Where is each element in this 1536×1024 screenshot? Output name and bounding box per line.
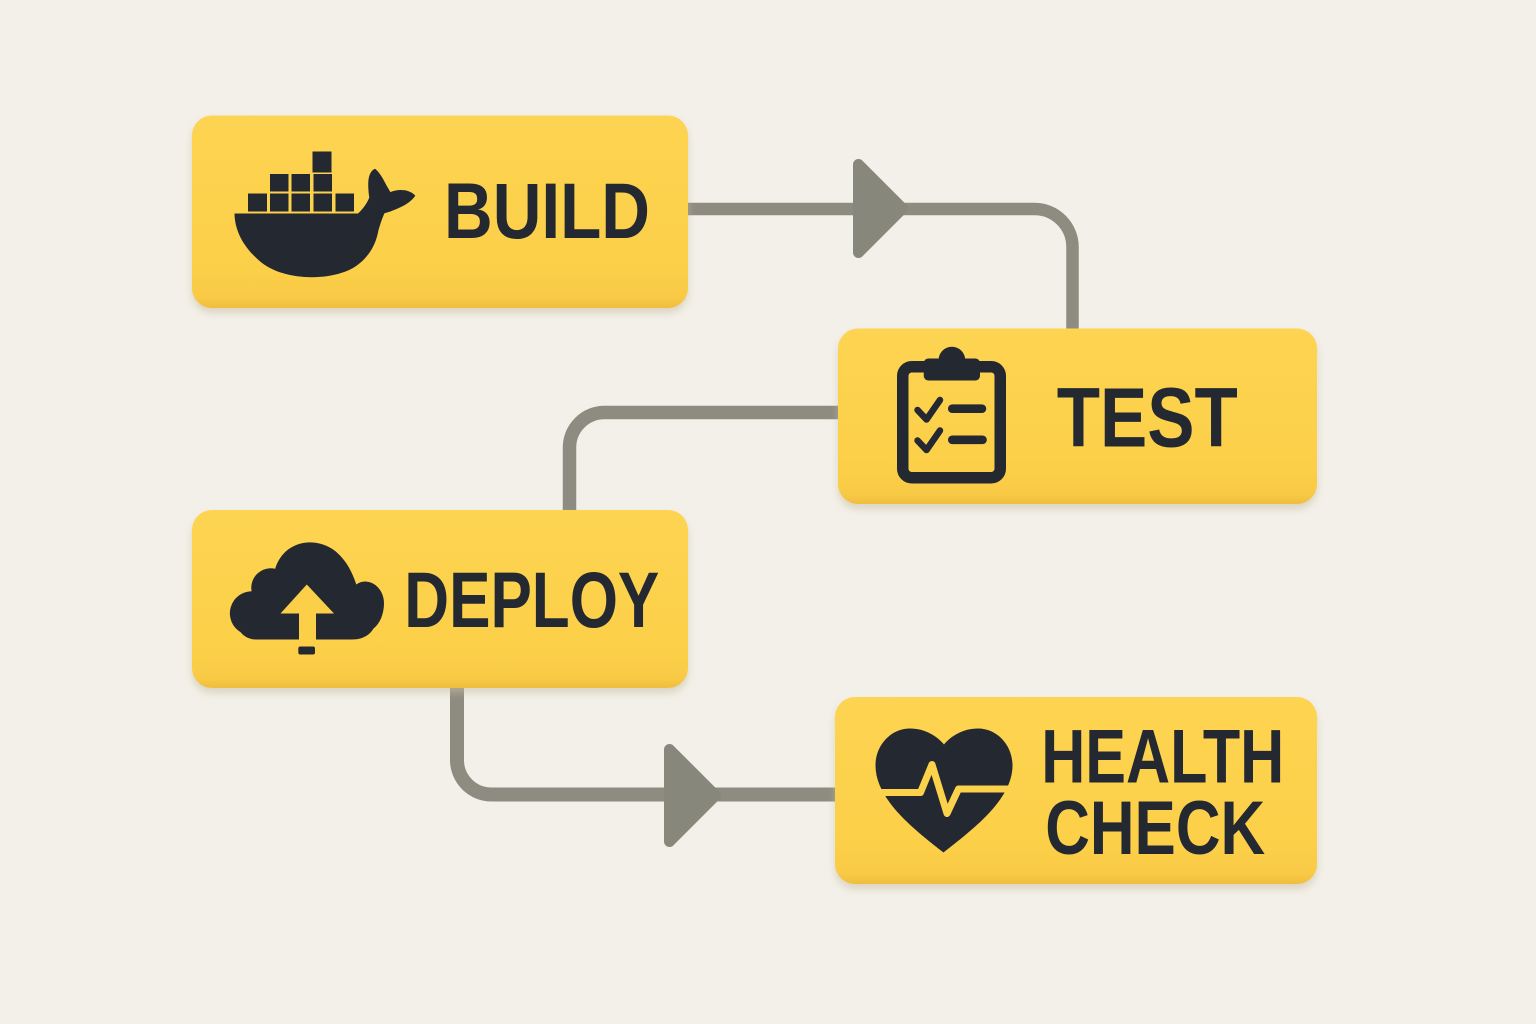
- svg-text:HEALTH: HEALTH: [1041, 715, 1284, 800]
- svg-text:TEST: TEST: [1057, 371, 1238, 465]
- svg-text:CHECK: CHECK: [1045, 786, 1265, 871]
- svg-text:DEPLOY: DEPLOY: [404, 555, 659, 644]
- svg-text:BUILD: BUILD: [444, 166, 650, 255]
